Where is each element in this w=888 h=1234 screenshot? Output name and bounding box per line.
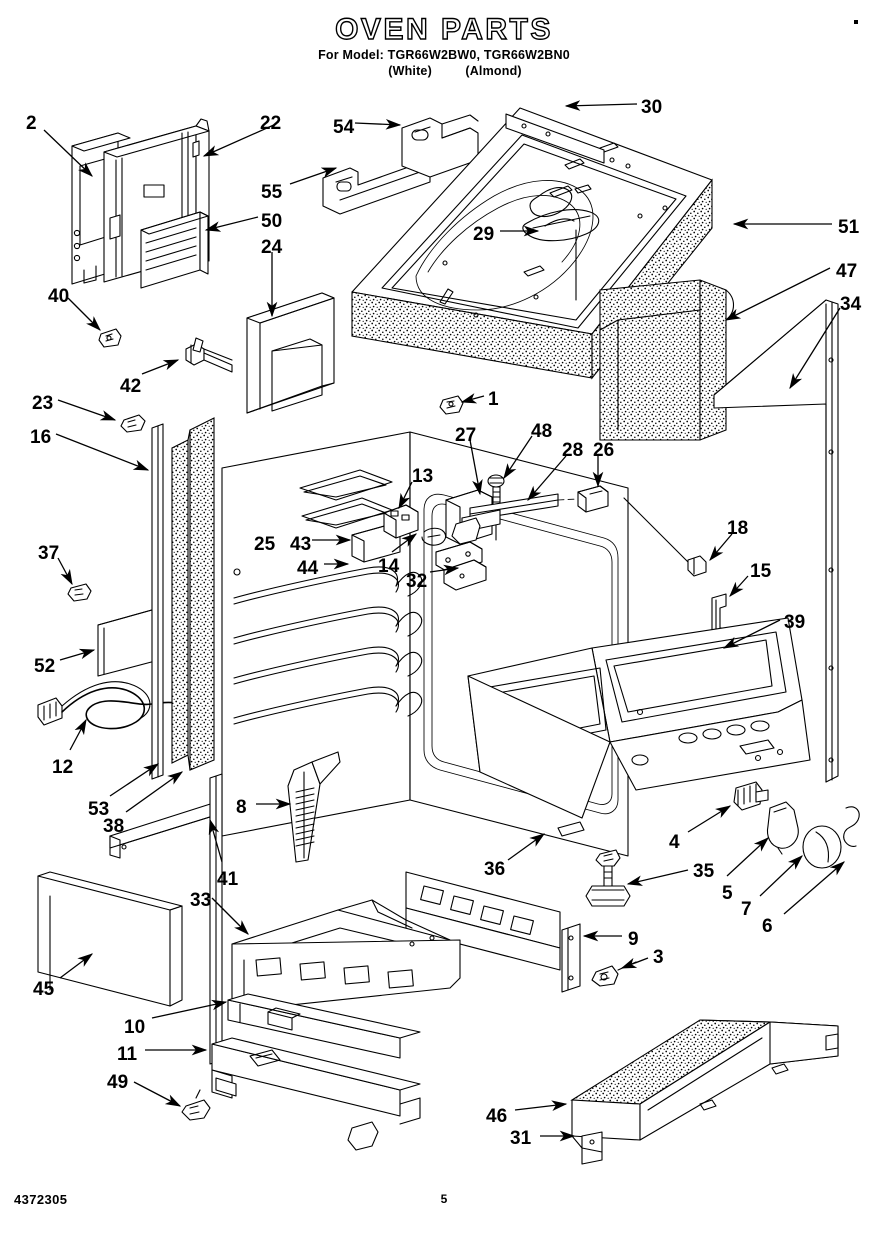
callout-number-34: 34 — [840, 294, 862, 315]
callout-number-8: 8 — [236, 797, 247, 818]
model-line: For Model: TGR66W2BW0, TGR66W2BN0 — [0, 48, 888, 63]
callout-number-6: 6 — [762, 916, 773, 937]
leader-lines — [43, 100, 845, 1142]
callout-number-43: 43 — [290, 534, 312, 555]
part-16-side-rail — [151, 423, 164, 780]
gas-manifold-area — [445, 474, 609, 545]
callout-number-26: 26 — [593, 440, 615, 461]
callout-number-4: 4 — [669, 832, 680, 853]
callout-number-9: 9 — [628, 929, 639, 950]
callout-number-7: 7 — [741, 899, 752, 920]
callout-number-30: 30 — [641, 97, 663, 118]
page-footer: 4372305 5 — [0, 1192, 888, 1212]
part-42-igniter — [185, 337, 233, 373]
callout-number-42: 42 — [120, 376, 142, 397]
part-6-gasket — [843, 806, 860, 847]
callout-number-37: 37 — [38, 543, 60, 564]
callout-number-18: 18 — [727, 518, 749, 539]
part-52-panel — [97, 607, 160, 677]
part-50-vent-grille — [140, 211, 209, 289]
callout-number-48: 48 — [531, 421, 553, 442]
callout-number-44: 44 — [297, 558, 319, 579]
callout-number-11: 11 — [117, 1044, 138, 1065]
callout-number-29: 29 — [473, 224, 495, 245]
part-23-clip — [120, 414, 146, 433]
part-35-leveling-leg — [585, 849, 631, 907]
callout-number-31: 31 — [510, 1128, 532, 1149]
callout-number-28: 28 — [562, 440, 584, 461]
callout-number-52: 52 — [34, 656, 56, 677]
callout-number-39: 39 — [784, 612, 806, 633]
color-almond-label: (Almond) — [465, 64, 522, 78]
callout-number-27: 27 — [455, 425, 477, 446]
callout-number-1: 1 — [488, 389, 499, 410]
part-12-power-cord — [37, 681, 177, 730]
callout-number-22: 22 — [260, 113, 282, 134]
part-9-bracket — [561, 923, 581, 993]
part-40-clip — [98, 328, 122, 348]
callout-number-45: 45 — [33, 979, 55, 1000]
model-prefix-label: For Model: — [318, 48, 384, 62]
part-8-spring — [295, 787, 315, 847]
part-24-burner-box — [246, 292, 335, 414]
callout-number-13: 13 — [412, 466, 434, 487]
part-38-insulation-panel — [171, 417, 215, 771]
callout-number-24: 24 — [261, 237, 283, 258]
callout-number-46: 46 — [486, 1106, 508, 1127]
color-white-label: (White) — [388, 64, 432, 78]
corner-mark — [854, 20, 858, 24]
part-47-side-insulation — [599, 279, 735, 441]
callout-number-3: 3 — [653, 947, 664, 968]
model-numbers: TGR66W2BW0, TGR66W2BN0 — [387, 48, 570, 62]
callout-number-47: 47 — [836, 261, 858, 282]
part-7-lens — [802, 825, 842, 869]
part-5-bulb — [766, 801, 799, 855]
part-46-drawer — [570, 1019, 839, 1165]
callout-number-49: 49 — [107, 1072, 129, 1093]
callout-number-32: 32 — [406, 571, 428, 592]
color-variant-line: (White) (Almond) — [0, 64, 888, 79]
part-45-kickplate — [37, 871, 183, 1007]
callout-number-16: 16 — [30, 427, 52, 448]
part-49-clip — [181, 1089, 211, 1121]
callout-number-54: 54 — [333, 117, 355, 138]
part-30-rear-rail — [505, 113, 605, 164]
part-54-brace — [401, 114, 479, 178]
callout-number-41: 41 — [217, 869, 239, 890]
callout-number-25: 25 — [254, 534, 276, 555]
callout-number-5: 5 — [722, 883, 733, 904]
callout-number-50: 50 — [261, 211, 283, 232]
part-18-stud — [623, 497, 707, 577]
part-37-clip — [67, 583, 92, 602]
part-53-bottom-rail — [109, 798, 227, 859]
publication-part-number: 4372305 — [14, 1192, 68, 1207]
callout-number-36: 36 — [484, 859, 506, 880]
part-33-bottom-deck — [231, 899, 461, 1011]
callout-number-38: 38 — [103, 816, 125, 837]
callout-number-14: 14 — [378, 556, 400, 577]
part-10-frame-rail — [227, 993, 421, 1059]
part-4-socket — [733, 781, 769, 811]
part-11-frame-rail — [211, 1037, 421, 1151]
part-39-oven-bottom — [467, 617, 811, 837]
callout-number-35: 35 — [693, 861, 715, 882]
callout-number-53: 53 — [88, 799, 110, 820]
part-34-right-frame — [713, 299, 839, 783]
callout-number-55: 55 — [261, 182, 283, 203]
part-1-clip — [439, 395, 464, 415]
part-41-post — [209, 773, 223, 1065]
callout-number-23: 23 — [32, 393, 54, 414]
page-title: OVEN PARTS — [334, 13, 553, 46]
callout-number-51: 51 — [838, 217, 860, 238]
callout-number-10: 10 — [124, 1017, 146, 1038]
callout-number-2: 2 — [26, 113, 37, 134]
page-number: 5 — [440, 1192, 448, 1206]
callout-number-33: 33 — [190, 890, 212, 911]
part-51-cooktop-frame — [351, 107, 713, 380]
callout-number-40: 40 — [48, 286, 70, 307]
callout-number-15: 15 — [750, 561, 772, 582]
callout-number-12: 12 — [52, 757, 74, 778]
title-block: OVEN PARTS For Model: TGR66W2BW0, TGR66W… — [0, 13, 888, 79]
